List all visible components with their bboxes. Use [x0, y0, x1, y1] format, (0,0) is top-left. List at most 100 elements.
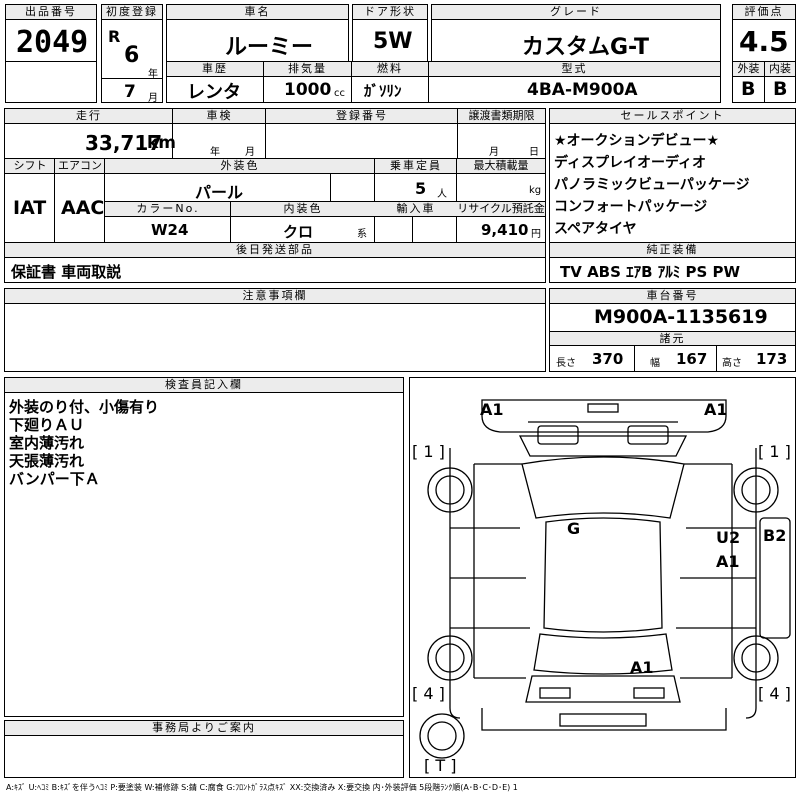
first-registration-cell: 初度登録 R 6 年 7 月	[101, 4, 163, 104]
car-name-value: ルーミー	[225, 35, 314, 60]
spare-tire: [ T ]	[424, 756, 457, 775]
inspection-label: 車検	[173, 109, 266, 124]
mileage-value: 33,717	[85, 131, 163, 155]
int-color-value: クロ	[283, 223, 314, 241]
damage-diagram: A1 A1 G U2 A1 B2 A1 [ 1 ] [ 1 ] [ 4 ] [ …	[409, 377, 796, 778]
transfer-day-unit: 日	[529, 147, 539, 158]
score-cell: 評価点 4.5	[732, 4, 796, 62]
notes-block: 注意事項欄	[4, 288, 546, 372]
inspector-line: 天張薄汚れ	[9, 452, 85, 470]
chassis-value: M900A-1135619	[594, 306, 768, 328]
history-value: レンタ	[187, 82, 241, 103]
legend-text: A:ｷｽﾞ U:ﾍｺﾐ B:ｷｽﾞを伴うﾍｺﾐ P:要塗装 W:補修跡 S:錆 …	[6, 783, 518, 792]
dimensions-label: 諸元	[550, 332, 795, 346]
exterior-grade-label: 外装	[733, 62, 764, 77]
load-unit: kg	[529, 185, 542, 196]
int-color-suffix: 系	[357, 229, 367, 240]
capacity-unit: 人	[437, 189, 447, 200]
inspector-line: 外装のり付、小傷有り	[9, 398, 160, 416]
import-label: 輸入車	[375, 202, 457, 217]
recycle-value: 9,410	[481, 221, 529, 239]
shift-value: IAT	[13, 197, 47, 219]
equipment-value: TV ABS ｴｱB ｱﾙﾐ PS PW	[560, 263, 741, 281]
door-cell: ドア形状 5W	[352, 4, 428, 62]
door-label: ドア形状	[353, 5, 427, 20]
recycle-unit: 円	[531, 229, 541, 240]
tire-rear-right: [ 4 ]	[758, 684, 791, 703]
sales-point-item: コンフォートパッケージ	[554, 199, 708, 215]
lot-number-label: 出品番号	[6, 5, 96, 20]
grade-label: グレード	[432, 5, 720, 20]
mark-side-b2: B2	[763, 526, 787, 545]
height-label: 高さ	[722, 358, 742, 369]
int-color-label: 内装色	[231, 202, 375, 217]
car-name-label: 車名	[167, 5, 348, 20]
model-value: 4BA-M900A	[527, 80, 638, 100]
month-unit: 月	[148, 93, 158, 104]
inspector-line: 室内薄汚れ	[9, 434, 85, 452]
mileage-unit: km	[147, 133, 177, 153]
office-label: 事務局よりご案内	[5, 721, 403, 736]
door-value: 5W	[373, 29, 413, 54]
width-value: 167	[676, 350, 708, 368]
sales-point-item: ★オークションデビュー★	[554, 133, 720, 149]
color-no-value: W24	[151, 221, 189, 239]
capacity-value: 5	[415, 179, 427, 198]
width-label: 幅	[650, 358, 660, 369]
later-parts-label: 後日発送部品	[5, 243, 545, 258]
equipment-label: 純正装備	[550, 243, 795, 258]
transfer-label: 譲渡書類期限	[458, 109, 545, 124]
capacity-label: 乗車定員	[375, 159, 457, 174]
exterior-grade-cell: 外装 B	[732, 61, 765, 103]
chassis-label: 車台番号	[550, 289, 795, 304]
notes-label: 注意事項欄	[5, 289, 545, 304]
mark-door-u2: U2	[716, 528, 741, 547]
later-parts-value: 保証書 車両取説	[11, 263, 122, 281]
year-value: 6	[124, 43, 140, 68]
car-name-cell: 車名 ルーミー	[166, 4, 349, 62]
interior-grade-cell: 内装 B	[764, 61, 796, 103]
load-label: 最大積載量	[457, 159, 545, 174]
exterior-grade-value: B	[741, 78, 756, 100]
interior-grade-value: B	[773, 78, 788, 100]
registration-label: 登録番号	[266, 109, 458, 124]
mark-door-a1: A1	[716, 552, 740, 571]
tire-front-right: [ 1 ]	[758, 442, 791, 461]
lot-blank-cell	[5, 61, 97, 103]
details-block: 走行 車検 登録番号 譲渡書類期限 33,717 km 年 月 月 日 シフト …	[4, 108, 546, 283]
inspector-label: 検査員記入欄	[5, 378, 403, 393]
ext-color-value: パール	[195, 183, 244, 202]
car-outline-diagram	[419, 399, 791, 759]
inspection-year-unit: 年	[210, 147, 220, 158]
length-label: 長さ	[556, 358, 576, 369]
chassis-block: 車台番号 M900A-1135619 諸元 長さ 370 幅 167 高さ 17…	[549, 288, 796, 372]
lot-number-value: 2049	[16, 25, 89, 60]
displacement-value: 1000	[284, 80, 332, 100]
model-label: 型式	[429, 62, 720, 77]
inspector-line: 下廻りＡＵ	[9, 416, 85, 434]
displacement-label: 排気量	[264, 62, 351, 77]
inspection-month-unit: 月	[245, 147, 255, 158]
sales-point-item: スペアタイヤ	[554, 221, 637, 237]
interior-grade-label: 内装	[765, 62, 795, 77]
history-cell: 車歴 レンタ	[166, 61, 264, 103]
history-label: 車歴	[167, 62, 263, 77]
sales-point-item: パノラミックビューパッケージ	[554, 177, 750, 193]
score-value: 4.5	[739, 25, 789, 58]
grade-cell: グレード カスタムG-T	[431, 4, 721, 62]
fuel-value: ｶﾞｿﾘﾝ	[364, 82, 402, 100]
mark-front-right: A1	[704, 400, 728, 419]
first-registration-label: 初度登録	[102, 5, 162, 20]
grade-value: カスタムG-T	[522, 35, 649, 60]
transfer-month-unit: 月	[489, 147, 499, 158]
sales-points-block: セールスポイント ★オークションデビュー★ ディスプレイオーディオ パノラミック…	[549, 108, 796, 283]
office-block: 事務局よりご案内	[4, 720, 404, 778]
era-value: R	[108, 27, 121, 46]
score-label: 評価点	[733, 5, 795, 20]
color-no-label: カラーNo.	[105, 202, 231, 217]
model-cell: 型式 4BA-M900A	[428, 61, 721, 103]
ext-color-label: 外装色	[105, 159, 375, 174]
sales-point-item: ディスプレイオーディオ	[554, 155, 707, 171]
lot-number-cell: 出品番号 2049	[5, 4, 97, 62]
fuel-label: 燃料	[352, 62, 428, 77]
